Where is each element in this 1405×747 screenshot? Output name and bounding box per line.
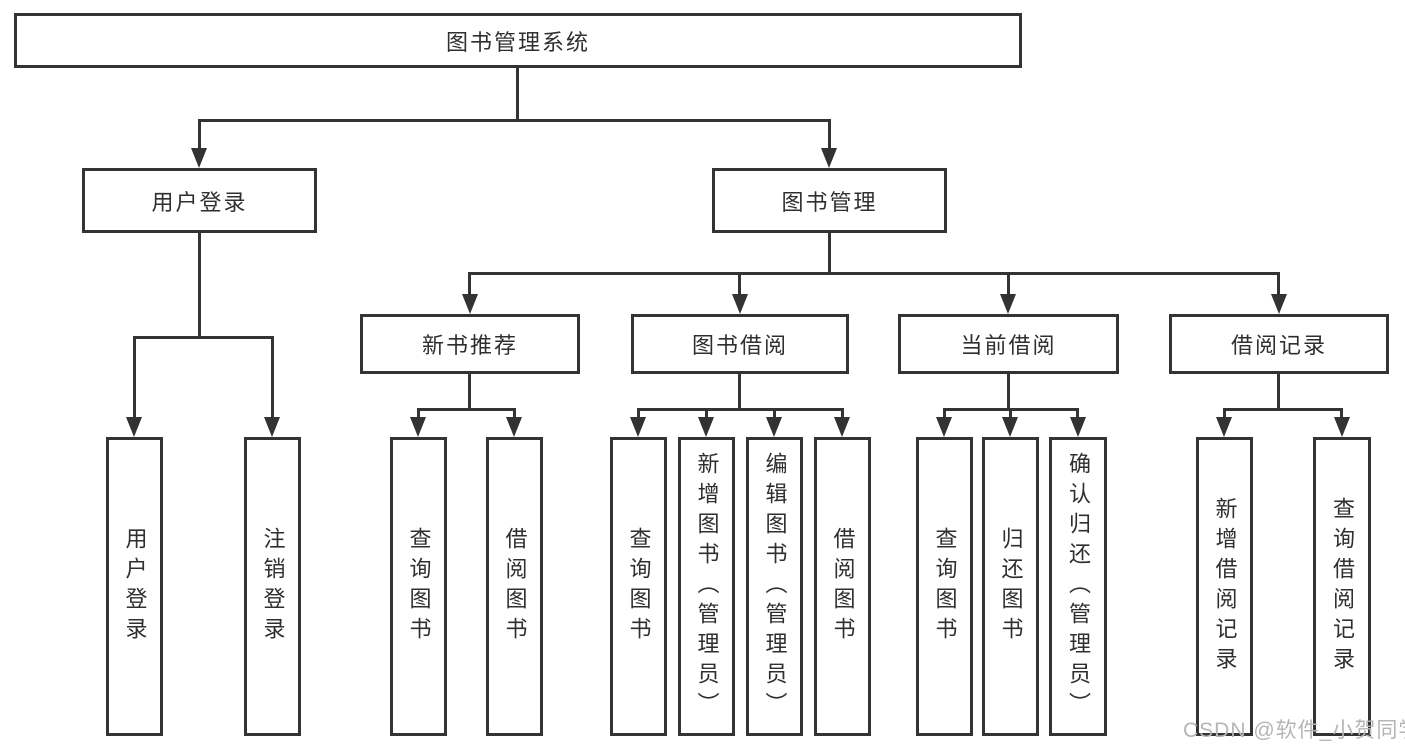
- leaf-edit-books-admin: 编辑图书（管理员）: [746, 437, 803, 736]
- leaf-add-books-admin: 新增图书（管理员）: [678, 437, 735, 736]
- connector-l3-stem: [1277, 272, 1280, 296]
- node-borrowing-records: 借阅记录: [1169, 314, 1389, 374]
- arrowhead-down: [834, 417, 850, 437]
- arrowhead-down: [410, 417, 426, 437]
- connector-l3-stem: [1007, 272, 1010, 296]
- connector-user-subtree-hline: [133, 336, 274, 339]
- connector-stem: [1007, 374, 1010, 411]
- connector-hline: [637, 408, 844, 411]
- leaf-return-books: 归还图书: [982, 437, 1039, 736]
- node-new-book-recommend: 新书推荐: [360, 314, 580, 374]
- connector-leaf-stem: [271, 336, 274, 419]
- connector-level1-hline: [198, 119, 831, 122]
- arrowhead-down: [1002, 417, 1018, 437]
- arrowhead-down: [264, 417, 280, 437]
- arrowhead-down: [1070, 417, 1086, 437]
- connector-stem: [468, 374, 471, 411]
- connector-hline: [1223, 408, 1343, 411]
- leaf-query-books-borrowing: 查询图书: [610, 437, 667, 736]
- connector-hline: [417, 408, 515, 411]
- connector-root-stem: [516, 68, 519, 122]
- arrowhead-down: [698, 417, 714, 437]
- connector-stem: [1277, 374, 1280, 411]
- arrowhead-down: [1271, 294, 1287, 314]
- leaf-confirm-return-admin: 确认归还（管理员）: [1049, 437, 1107, 736]
- arrowhead-down: [821, 148, 837, 168]
- connector-user-login-stem: [198, 119, 201, 150]
- connector-leaf-stem: [1340, 408, 1343, 420]
- leaf-query-books-current: 查询图书: [916, 437, 973, 736]
- arrowhead-down: [506, 417, 522, 437]
- arrowhead-down: [1216, 417, 1232, 437]
- connector-l3-stem: [468, 272, 471, 296]
- connector-book-subtree-stem: [828, 233, 831, 275]
- arrowhead-down: [191, 148, 207, 168]
- node-user-login: 用户登录: [82, 168, 317, 233]
- node-book-borrowing: 图书借阅: [631, 314, 849, 374]
- arrowhead-down: [462, 294, 478, 314]
- leaf-borrow-books-borrowing: 借阅图书: [814, 437, 871, 736]
- arrowhead-down: [936, 417, 952, 437]
- leaf-user-login: 用户登录: [106, 437, 163, 736]
- connector-user-subtree-stem: [198, 233, 201, 339]
- arrowhead-down: [630, 417, 646, 437]
- connector-book-mgmt-stem: [828, 119, 831, 150]
- connector-l3-stem: [738, 272, 741, 296]
- connector-stem: [738, 374, 741, 411]
- arrowhead-down: [766, 417, 782, 437]
- csdn-watermark: CSDN @软件_小贺同学: [1183, 719, 1405, 742]
- connector-leaf-stem: [705, 408, 708, 420]
- arrowhead-down: [1000, 294, 1016, 314]
- arrowhead-down: [732, 294, 748, 314]
- connector-leaf-stem: [841, 408, 844, 420]
- connector-leaf-stem: [1223, 408, 1226, 420]
- node-book-management: 图书管理: [712, 168, 947, 233]
- leaf-query-borrow-record: 查询借阅记录: [1313, 437, 1371, 736]
- connector-leaf-stem: [513, 408, 516, 420]
- leaf-borrow-books-recommend: 借阅图书: [486, 437, 543, 736]
- node-current-borrowing: 当前借阅: [898, 314, 1119, 374]
- connector-leaf-stem: [637, 408, 640, 420]
- node-library-system: 图书管理系统: [14, 13, 1022, 68]
- connector-leaf-stem: [1076, 408, 1079, 420]
- connector-leaf-stem: [1009, 408, 1012, 420]
- leaf-query-books-recommend: 查询图书: [390, 437, 447, 736]
- connector-leaf-stem: [417, 408, 420, 420]
- arrowhead-down: [1334, 417, 1350, 437]
- leaf-add-borrow-record: 新增借阅记录: [1196, 437, 1253, 736]
- connector-leaf-stem: [133, 336, 136, 419]
- connector-leaf-stem: [773, 408, 776, 420]
- connector-level2-hline: [468, 272, 1280, 275]
- leaf-logout-login: 注销登录: [244, 437, 301, 736]
- connector-leaf-stem: [943, 408, 946, 420]
- arrowhead-down: [126, 417, 142, 437]
